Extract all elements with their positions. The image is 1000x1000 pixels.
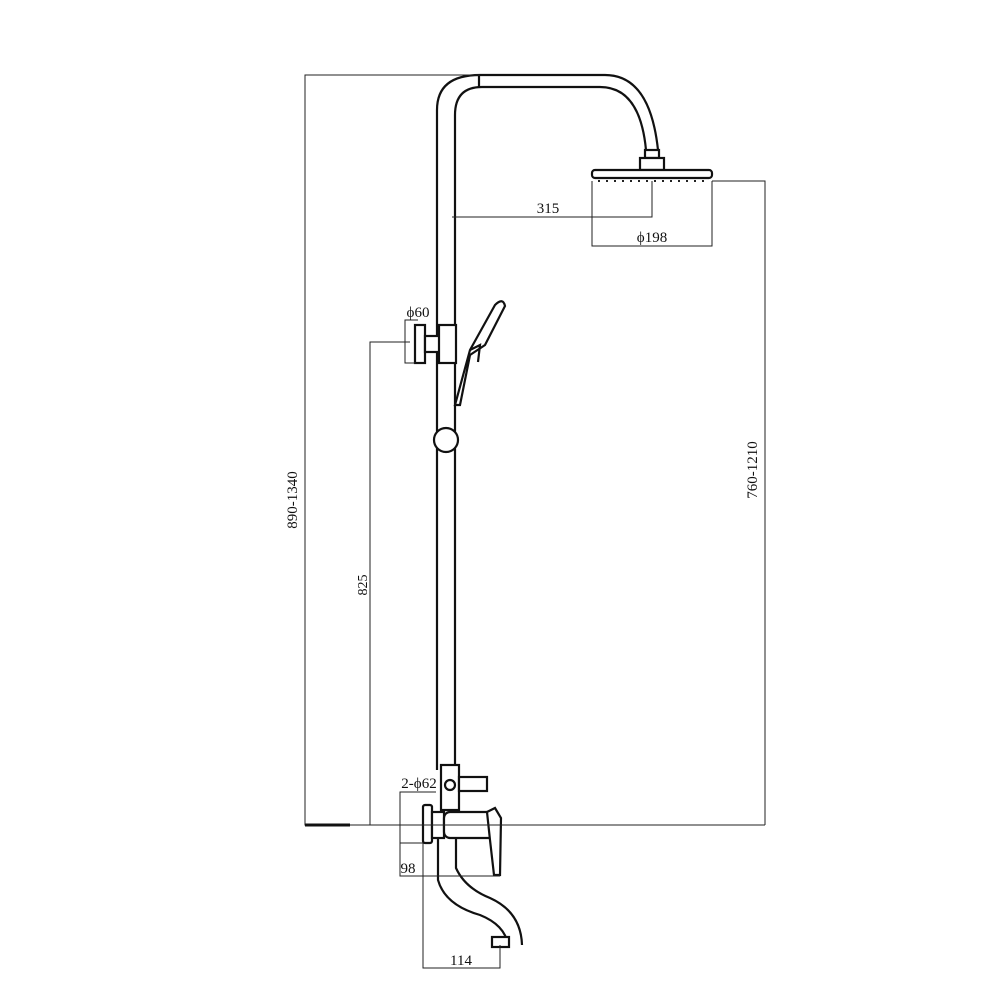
diverter — [439, 763, 489, 812]
rain-shower-head — [590, 148, 714, 182]
dim-overall-height: 890-1340 — [285, 471, 301, 529]
dim-flange-diameter: 2-ϕ62 — [401, 776, 436, 792]
dimension-lines — [304, 74, 766, 969]
bath-mixer — [421, 803, 503, 877]
dim-head-height: 760-1210 — [745, 441, 761, 499]
hand-shower — [453, 300, 507, 407]
dim-bracket-diameter: ϕ60 — [407, 305, 430, 321]
dim-arm-reach: 315 — [537, 201, 560, 217]
dim-bracket-height: 825 — [356, 575, 371, 596]
dim-mixer-depth: 98 — [401, 861, 416, 877]
riser-pipe — [435, 73, 660, 770]
wall-bracket — [413, 323, 458, 365]
height-adjuster-knob — [432, 426, 460, 454]
bath-spout — [436, 838, 524, 949]
dim-spout-reach: 114 — [450, 953, 472, 969]
dim-head-diameter: ϕ198 — [637, 230, 667, 246]
